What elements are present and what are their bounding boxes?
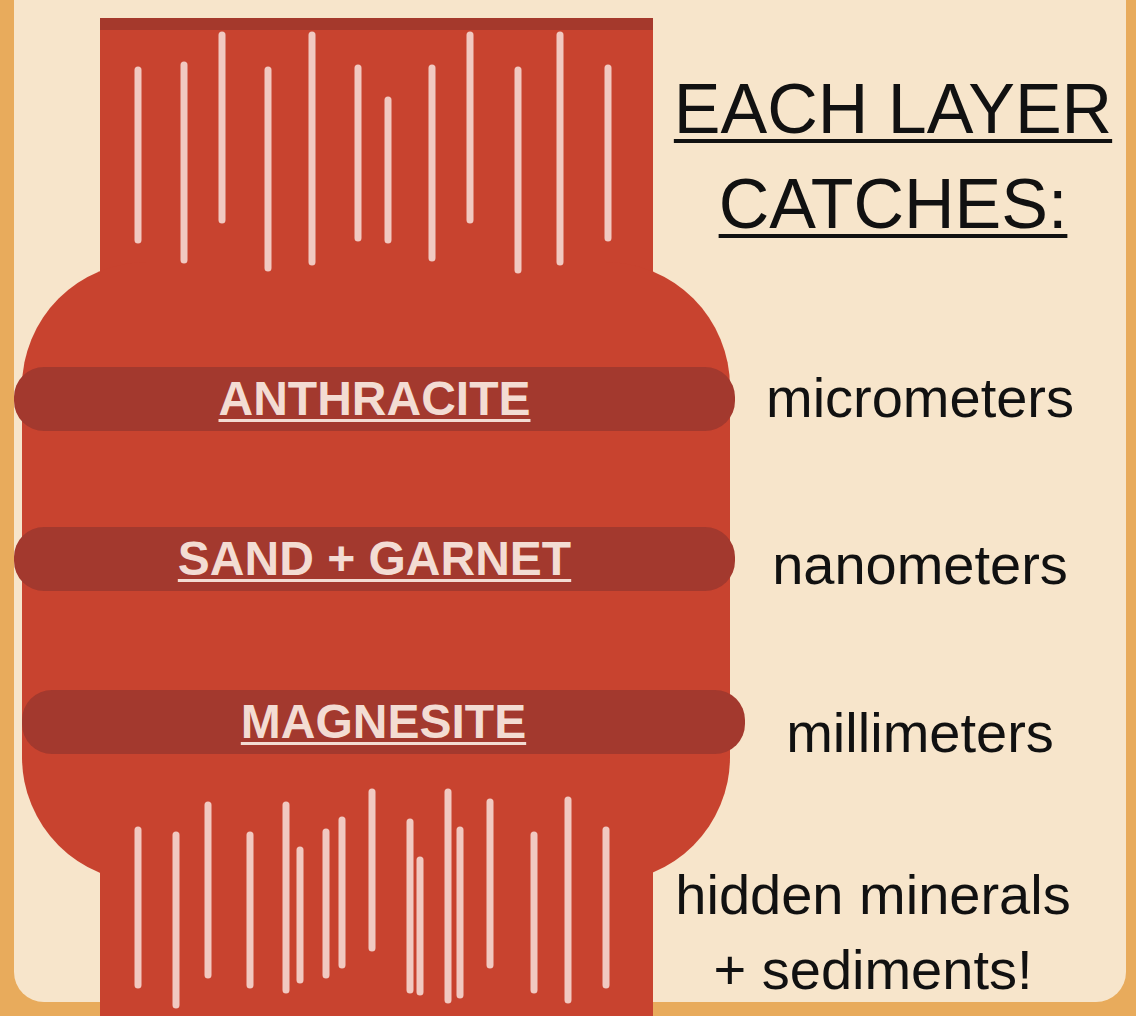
streak [309,35,316,262]
streak [339,820,346,965]
streak [135,830,142,985]
streak [247,835,254,985]
streaks [138,35,608,1005]
streak [565,800,572,1000]
streak [457,830,464,995]
streak [135,70,142,240]
streak [283,805,290,990]
layer-band: MAGNESITE [22,690,745,755]
streak [181,65,188,260]
streak [445,792,452,1000]
layer-band: ANTHRACITE [14,367,735,432]
bottom-neck [100,800,653,1016]
streak [515,70,522,270]
heading: EACH LAYER CATCHES: [658,62,1128,252]
streak [603,830,610,985]
streak [429,68,436,258]
layer-name: ANTHRACITE [219,373,531,426]
streak [531,835,538,990]
streak [557,35,564,262]
streak [605,68,612,238]
layer-name: MAGNESITE [241,696,526,749]
streak [467,35,474,220]
top-rim [100,18,653,30]
streak [323,832,330,975]
streak [417,860,424,992]
layer-band: SAND + GARNET [14,527,735,592]
streak [173,835,180,1005]
streak [297,850,304,980]
streak [407,822,414,990]
size-label: millimeters [710,695,1130,770]
size-label: hidden minerals + sediments! [663,857,1083,1007]
streak [385,100,392,240]
streak [219,35,226,220]
layer-name: SAND + GARNET [178,533,571,586]
size-label: nanometers [710,527,1130,602]
streak [487,802,494,965]
streak [355,68,362,238]
streak [265,70,272,268]
size-label: micrometers [710,360,1130,435]
streak [369,792,376,948]
streak [205,805,212,975]
